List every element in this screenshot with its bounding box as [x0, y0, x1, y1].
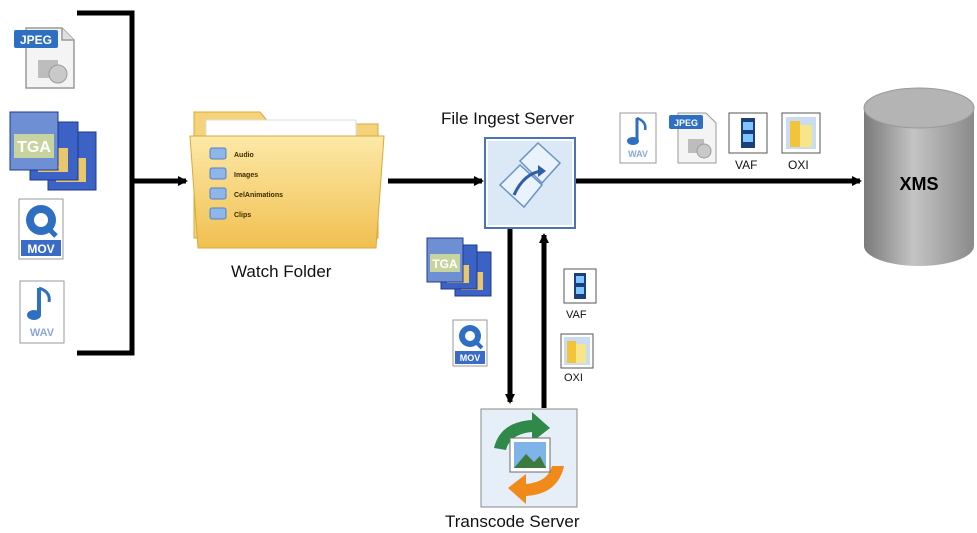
jpeg-output-label: JPEG	[674, 118, 698, 128]
wav-file-icon: WAV	[19, 280, 65, 344]
vaf-output-label: VAF	[735, 158, 758, 172]
svg-text:Audio: Audio	[234, 152, 254, 159]
file-ingest-server-label: File Ingest Server	[441, 109, 575, 128]
tga-files-to-transcode-icon: A A TGA	[426, 237, 492, 297]
tga-label: TGA	[17, 139, 51, 156]
oxi-return-label: OXI	[564, 372, 583, 384]
folder-item-celanimations: CelAnimations	[209, 187, 283, 200]
oxi-output-icon	[781, 112, 821, 154]
folder-item-images: Images	[209, 167, 258, 180]
oxi-output-label: OXI	[788, 158, 809, 172]
watch-folder-label: Watch Folder	[231, 262, 332, 281]
svg-text:CelAnimations: CelAnimations	[234, 192, 283, 199]
xms-database-icon: XMS	[863, 87, 975, 266]
mov-label-small: MOV	[460, 353, 481, 363]
vaf-return-label: VAF	[566, 309, 587, 321]
svg-text:Images: Images	[234, 172, 258, 179]
oxi-return-icon	[560, 333, 594, 369]
file-ingest-server-icon	[484, 137, 576, 229]
wav-output-icon: WAV	[619, 112, 657, 164]
jpeg-file-icon: JPEG	[14, 27, 75, 89]
wav-output-label: WAV	[628, 149, 648, 159]
mov-file-icon: MOV	[18, 198, 64, 260]
folder-item-clips: Clips	[209, 207, 251, 220]
vaf-output-icon	[728, 112, 768, 154]
xms-label: XMS	[899, 174, 938, 194]
jpeg-output-icon: JPEG	[669, 112, 717, 164]
tga-label-small: TGA	[432, 257, 458, 271]
svg-text:Clips: Clips	[234, 212, 251, 219]
mov-to-transcode-icon: MOV	[452, 319, 488, 367]
tga-file-front: TGA	[9, 111, 59, 171]
transcode-server-icon	[480, 408, 578, 508]
wav-label: WAV	[30, 327, 55, 339]
watch-folder-icon: Audio Images CelAnimations Clips	[189, 111, 385, 249]
transcode-server-label: Transcode Server	[445, 512, 580, 531]
tga-files-icon: A A TGA	[9, 111, 97, 191]
vaf-return-icon	[563, 268, 597, 304]
folder-item-audio: Audio	[209, 147, 254, 160]
jpeg-label: JPEG	[20, 33, 52, 47]
mov-label: MOV	[27, 242, 54, 256]
